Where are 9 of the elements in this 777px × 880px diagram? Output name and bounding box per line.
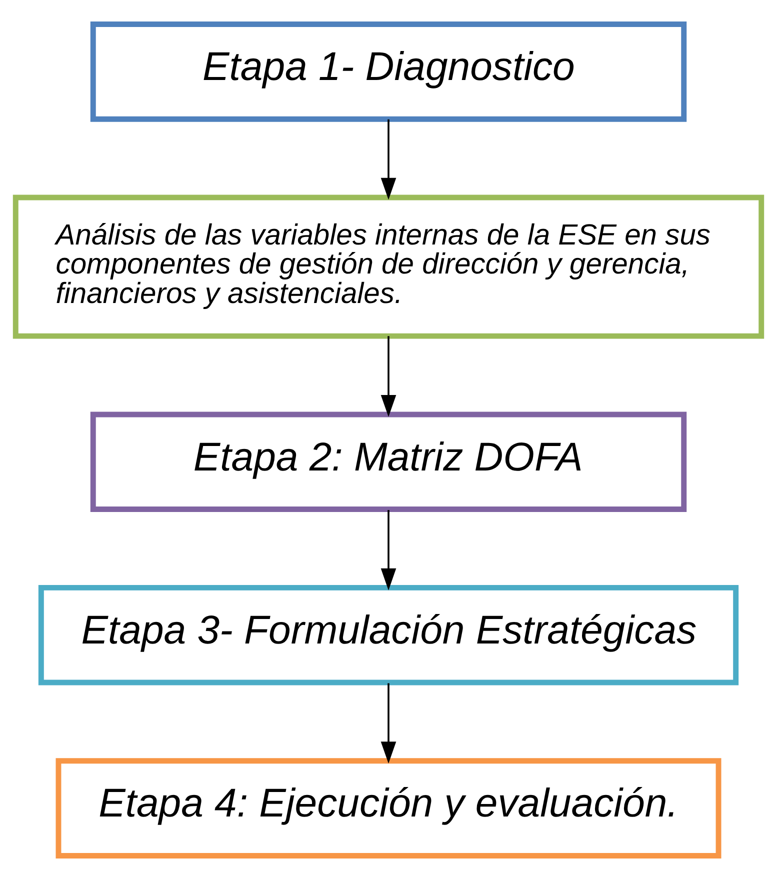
node-box: Etapa 4: Ejecución y evaluación.	[56, 758, 722, 858]
arrow	[380, 510, 396, 590]
node-box: Etapa 1- Diagnostico	[90, 22, 687, 122]
arrow	[380, 119, 396, 200]
node-box: Etapa 3- Formulación Estratégicas	[38, 584, 739, 686]
node-box: Etapa 2: Matriz DOFA	[90, 412, 687, 512]
arrow	[380, 336, 396, 417]
arrow	[380, 683, 396, 764]
node-box: Análisis de las variables internas de la ESE en sus componentes de gestión de dirección y gerencia, financieros y asistenciales.	[12, 194, 764, 339]
